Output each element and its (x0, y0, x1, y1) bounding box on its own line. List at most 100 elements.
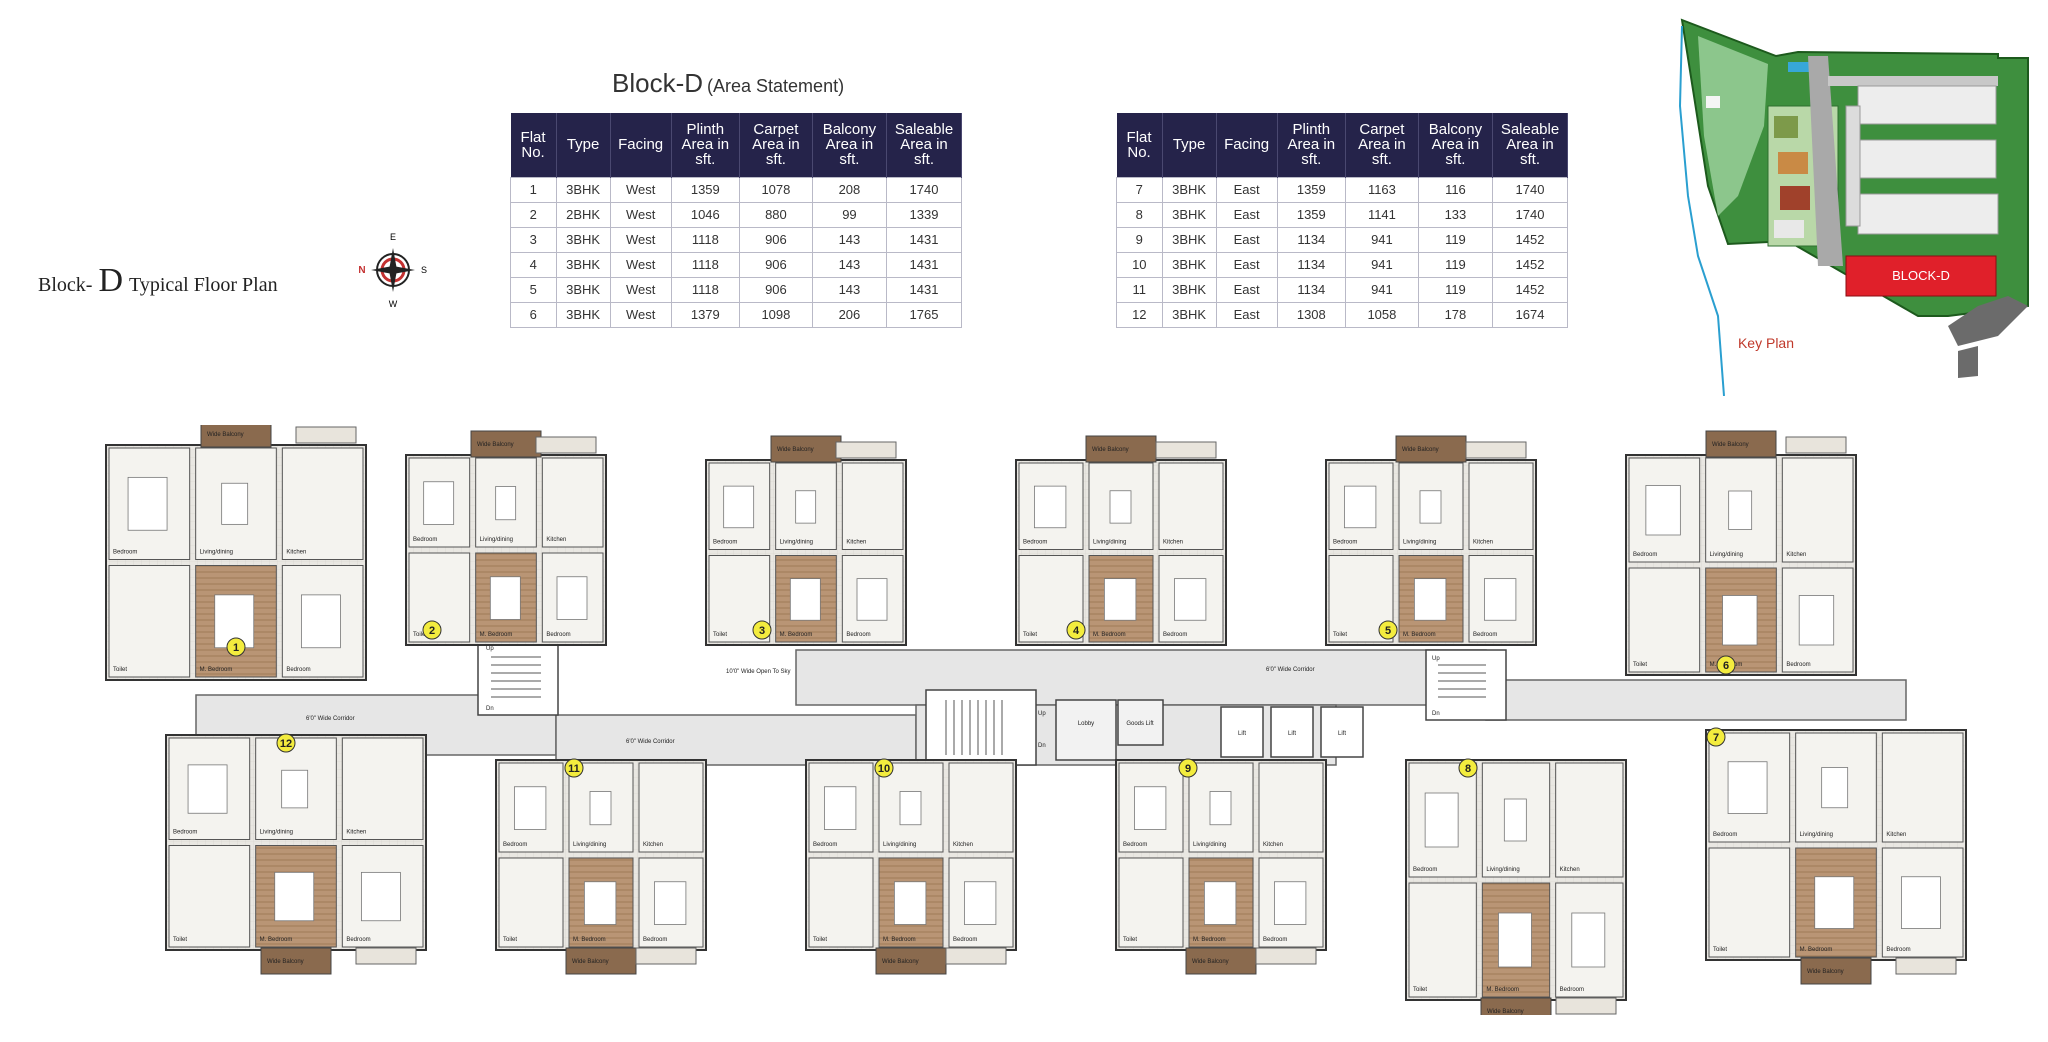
header-type: Type (1162, 113, 1217, 177)
header-saleable: Saleable Area in sft. (886, 113, 962, 177)
table-cell: 178 (1417, 301, 1494, 328)
table-cell: East (1215, 176, 1278, 203)
bed-icon (1174, 578, 1207, 621)
table-cell: 7 (1116, 176, 1163, 203)
table-cell: 1431 (886, 226, 962, 253)
room-label: Bedroom (1633, 552, 1657, 558)
room (498, 857, 564, 948)
bed-icon (556, 576, 588, 620)
header-facing: Facing (1216, 113, 1278, 177)
table-cell: 1308 (1276, 301, 1346, 328)
flat-number: 9 (1185, 763, 1191, 775)
key-plan-map: BLOCK-D Key Plan (1678, 18, 2029, 396)
bed-icon (360, 871, 401, 922)
room (1398, 462, 1464, 550)
flat-number: 1 (233, 642, 239, 654)
stair-dn-label: Dn (1038, 743, 1046, 749)
table-cell: 5 (510, 276, 557, 303)
area-statement-heading: Block-D(Area Statement) (612, 68, 844, 99)
header-carpet: Carpet Area in sft. (739, 113, 813, 177)
table-cell: 1098 (738, 301, 813, 328)
header-facing: Facing (610, 113, 672, 177)
table-cell: West (609, 226, 672, 253)
table-cell: East (1215, 201, 1278, 228)
bed-icon (1645, 485, 1681, 536)
room (1555, 762, 1624, 878)
bed-icon (423, 481, 455, 525)
table-cell: 941 (1344, 226, 1419, 253)
room-label: Toilet (413, 632, 427, 638)
table-cell: 941 (1344, 276, 1419, 303)
room-label: Kitchen (546, 537, 566, 543)
corridor-right (795, 649, 1487, 706)
room-label: Toilet (173, 937, 187, 943)
balcony-label: Wide Balcony (1487, 1009, 1524, 1015)
header-plinth: Plinth Area in sft. (671, 113, 740, 177)
room-label: Toilet (813, 937, 827, 943)
table-cell: 3BHK (1161, 201, 1217, 228)
bed-icon (964, 881, 997, 925)
room-label: Living/dining (1800, 832, 1833, 838)
dining-table-icon (1109, 490, 1132, 524)
bed-icon (274, 871, 315, 922)
room (1328, 462, 1394, 550)
room (638, 762, 704, 853)
lift-label: Lift (1238, 731, 1246, 737)
table-cell: East (1215, 301, 1278, 328)
balcony-label: Wide Balcony (1807, 969, 1844, 975)
room (281, 447, 364, 560)
balcony (260, 947, 332, 975)
room-label: Toilet (1633, 662, 1647, 668)
staircase-center: Up Dn (925, 689, 1046, 766)
room-label: Living/dining (573, 842, 606, 848)
balcony (565, 947, 637, 975)
table-cell: West (609, 301, 672, 328)
table-cell: 1163 (1344, 176, 1419, 203)
room-label: Bedroom (1163, 632, 1187, 638)
room (878, 762, 944, 853)
table-cell: 1078 (738, 176, 813, 203)
room-label: Bedroom (286, 667, 310, 673)
dining-table-icon (1728, 490, 1753, 530)
utility (1555, 997, 1617, 1015)
table-cell: 1740 (1492, 201, 1568, 228)
room-label: Living/dining (780, 540, 813, 546)
room-label: Living/dining (1093, 540, 1126, 546)
room-label: Toilet (1023, 632, 1037, 638)
balcony (470, 430, 542, 458)
balcony-label: Wide Balcony (882, 959, 919, 965)
dining-table-icon (795, 490, 817, 524)
dining-table-icon (1821, 767, 1849, 809)
balcony (770, 435, 842, 463)
table-cell: 3BHK (555, 226, 611, 253)
room-label: Kitchen (1786, 552, 1806, 558)
room-label: Bedroom (1123, 842, 1147, 848)
table-cell: 3BHK (555, 276, 611, 303)
table-cell: 1339 (886, 201, 962, 228)
room-label: M. Bedroom (1486, 987, 1519, 993)
compass-w: W (389, 299, 398, 309)
table-cell: 208 (811, 176, 888, 203)
table-cell: 1118 (670, 251, 740, 278)
balcony-label: Wide Balcony (207, 432, 244, 438)
flat-number-marker (1178, 758, 1198, 778)
table-cell: 906 (738, 251, 813, 278)
table-cell: 3BHK (1161, 226, 1217, 253)
flat-number: 12 (280, 738, 292, 750)
bed-icon (654, 881, 687, 925)
stair-dn-label: Dn (1432, 711, 1440, 717)
area-table-left: Flat No. Type Facing Plinth Area in sft.… (510, 113, 962, 328)
utility (945, 947, 1007, 965)
table-cell: 1134 (1276, 251, 1346, 278)
stair-up-label: Up (486, 646, 494, 652)
room-label: Bedroom (1713, 832, 1737, 838)
table-cell: 3BHK (1161, 251, 1217, 278)
balcony (1395, 435, 1467, 463)
room-label: M. Bedroom (480, 632, 513, 638)
